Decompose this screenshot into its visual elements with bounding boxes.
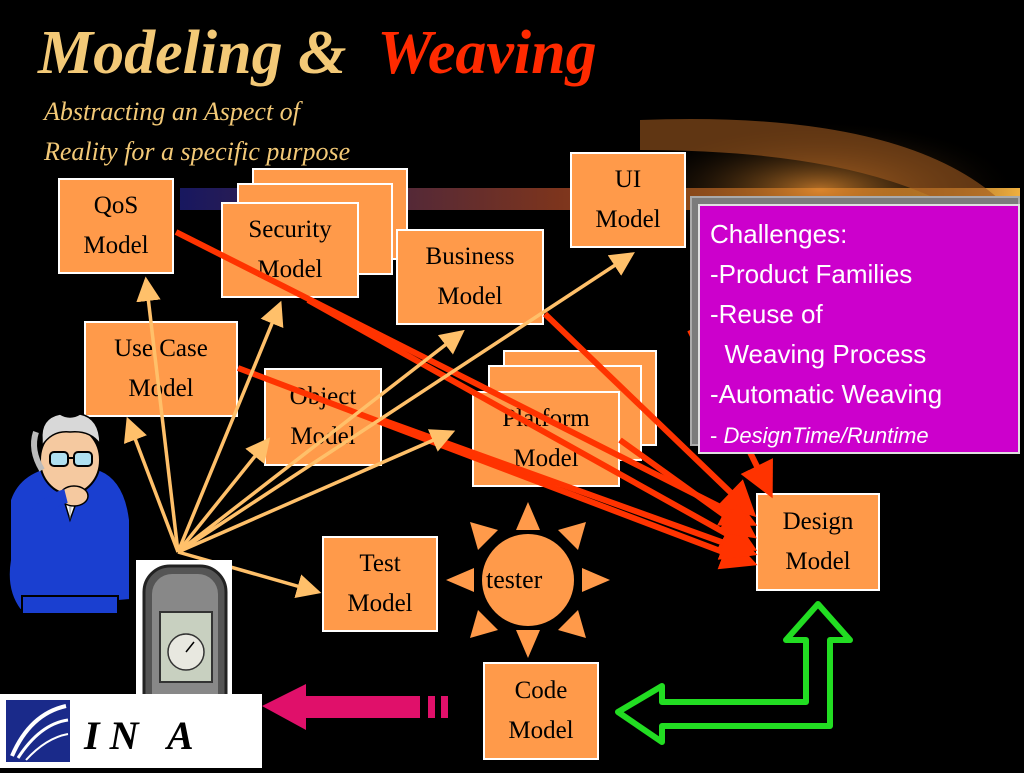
- test-model-box: Test Model: [322, 536, 438, 632]
- inria-logo: I N A: [0, 694, 262, 768]
- subtitle-line-2: Reality for a specific purpose: [44, 137, 351, 166]
- design-model-box: Design Model: [756, 493, 880, 591]
- challenges-heading: Challenges:: [710, 219, 848, 249]
- inria-logo-mark: [6, 700, 70, 762]
- challenge-item-3: -Automatic Weaving: [710, 379, 943, 409]
- subtitle: Abstracting an Aspect of Reality for a s…: [44, 92, 350, 172]
- inria-logo-letters: I N A: [84, 713, 194, 758]
- challenge-item-4-text: DesignTime/Runtime: [723, 423, 929, 448]
- tester-sun: [446, 502, 610, 658]
- code-model-box: Code Model: [483, 662, 599, 760]
- business-model-box: Business Model: [396, 229, 544, 325]
- challenge-item-2: -Reuse of: [710, 299, 823, 329]
- magenta-arrow: [262, 684, 448, 730]
- challenge-item-4: - DesignTime/Runtime: [710, 414, 1018, 456]
- page-title: Modeling & Weaving: [38, 22, 597, 84]
- green-arrow: [615, 601, 853, 745]
- thinking-man: [7, 413, 131, 615]
- title-modeling: Modeling: [38, 19, 283, 87]
- challenge-item-2-cont: Weaving Process: [710, 339, 927, 369]
- weaving-arrows: [174, 229, 773, 570]
- challenge-item-4-dash: -: [710, 423, 724, 448]
- security-model-box: Security Model: [221, 202, 359, 298]
- title-ampersand: &: [298, 19, 347, 87]
- ui-model-box: UI Model: [570, 152, 686, 248]
- qos-model-box: QoS Model: [58, 178, 174, 274]
- model-arrows: [123, 252, 635, 599]
- tester-label: tester: [486, 565, 543, 594]
- title-weaving: Weaving: [377, 19, 597, 87]
- challenge-item-1: -Product Families: [710, 259, 913, 289]
- challenges-box: Challenges: -Product Families -Reuse of …: [698, 204, 1020, 454]
- subtitle-line-1: Abstracting an Aspect of: [44, 97, 300, 126]
